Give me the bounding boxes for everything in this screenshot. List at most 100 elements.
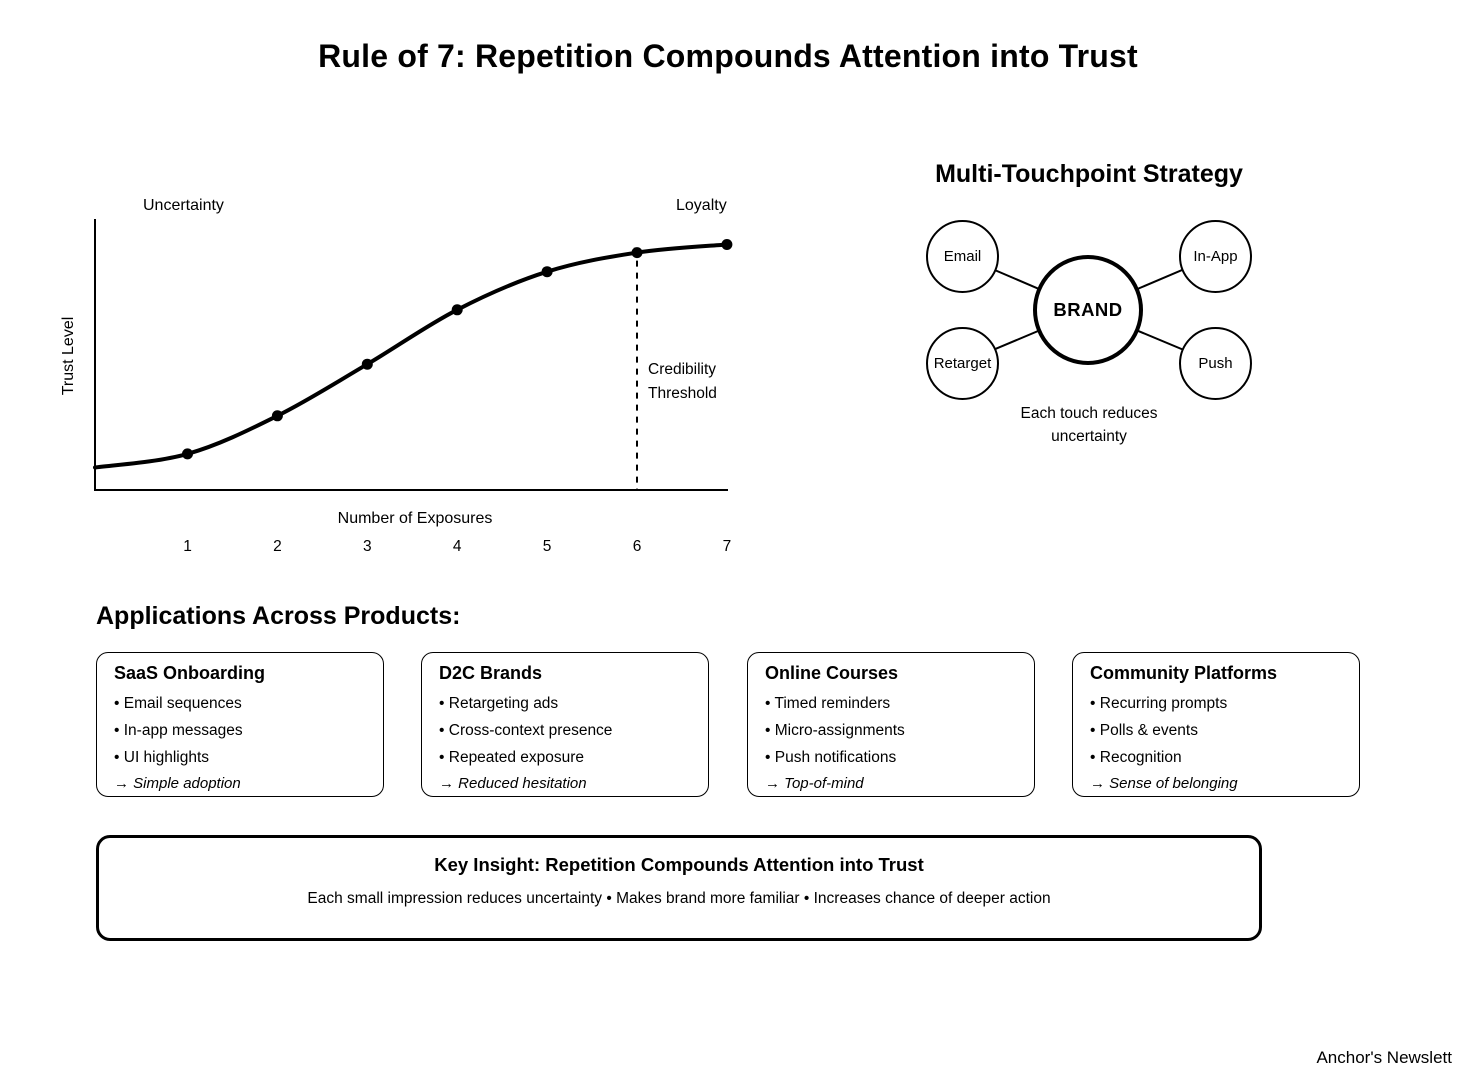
card-bullet-text: Push notifications	[774, 749, 897, 766]
bullet-icon: •	[114, 695, 120, 712]
bullet-icon: •	[439, 749, 445, 766]
card-bullet: • Push notifications	[765, 744, 1017, 771]
y-axis-title: Trust Level	[60, 316, 77, 396]
uncertainty-label: Uncertainty	[143, 197, 224, 214]
card-bullet: • Retargeting ads	[439, 690, 691, 717]
card-bullet: • Timed reminders	[765, 690, 1017, 717]
card-outcome-text: Sense of belonging	[1109, 775, 1238, 792]
trust-curve-group	[93, 239, 733, 490]
data-point	[451, 304, 463, 316]
bullet-icon: •	[439, 695, 445, 712]
touchpoint-node-retarget-label: Retarget	[933, 355, 992, 372]
card-bullet-text: Polls & events	[1099, 722, 1198, 739]
arrow-icon: →	[765, 775, 780, 792]
card-bullet: • Polls & events	[1090, 717, 1342, 744]
card-bullet: • Repeated exposure	[439, 744, 691, 771]
data-point	[721, 239, 733, 250]
touchpoint-node-retarget: Retarget	[926, 327, 999, 400]
key-insight-box: Key Insight: Repetition Compounds Attent…	[96, 835, 1262, 941]
arrow-icon: →	[439, 775, 454, 792]
page-title: Rule of 7: Repetition Compounds Attentio…	[318, 38, 1138, 74]
x-tick-label: 1	[183, 538, 192, 555]
card-outcome: → Simple adoption	[114, 775, 366, 792]
card-bullet: • Email sequences	[114, 690, 366, 717]
x-tick-label: 4	[452, 538, 462, 555]
card-title: Online Courses	[765, 663, 899, 683]
data-point	[271, 410, 283, 422]
card-bullet: • Recognition	[1090, 744, 1342, 771]
data-point	[361, 358, 373, 370]
credibility-threshold-label: Credibility Threshold	[648, 358, 717, 405]
footer-brand-text: Anchor's Newslett	[1316, 1048, 1452, 1067]
card-bullet-text: In-app messages	[123, 722, 243, 739]
arrow-icon: →	[114, 775, 129, 792]
x-tick-label: 3	[362, 538, 372, 555]
applications-heading: Applications Across Products:	[96, 602, 461, 630]
card-bullet-text: Recurring prompts	[1099, 695, 1228, 712]
touchpoint-node-inapp: In-App	[1179, 220, 1252, 293]
card-bullet: • Recurring prompts	[1090, 690, 1342, 717]
touchpoint-caption-line2: uncertainty	[1051, 428, 1127, 445]
card-outcome-text: Reduced hesitation	[458, 775, 587, 792]
touchpoint-node-email-label: Email	[943, 248, 982, 265]
x-tick-label: 7	[722, 538, 732, 555]
card-bullet-text: Email sequences	[123, 695, 242, 712]
touchpoint-caption: Each touch reduces uncertainty	[939, 402, 1239, 448]
card-bullet: • Micro-assignments	[765, 717, 1017, 744]
card-bullet-text: Recognition	[1099, 749, 1182, 766]
card-title: D2C Brands	[439, 663, 543, 683]
touchpoint-node-email: Email	[926, 220, 999, 293]
bullet-icon: •	[1090, 695, 1096, 712]
bullet-icon: •	[765, 695, 771, 712]
x-tick-labels: 1 2 3 4 5 6 7	[0, 538, 1472, 558]
card-outcome-text: Top-of-mind	[784, 775, 864, 792]
card-bullet: • UI highlights	[114, 744, 366, 771]
x-tick-label: 6	[632, 538, 642, 555]
application-card-d2c: D2C Brands • Retargeting ads • Cross-con…	[421, 652, 709, 797]
data-point	[182, 448, 193, 460]
bullet-icon: •	[114, 722, 120, 739]
card-bullet-text: Retargeting ads	[448, 695, 559, 712]
application-card-saas: SaaS Onboarding • Email sequences • In-a…	[96, 652, 384, 797]
x-axis-title: Number of Exposures	[337, 510, 493, 527]
key-insight-title: Key Insight: Repetition Compounds Attent…	[434, 854, 924, 875]
bullet-icon: •	[765, 749, 771, 766]
touchpoint-node-inapp-label: In-App	[1193, 248, 1238, 265]
x-tick-label: 5	[542, 538, 552, 555]
loyalty-label: Loyalty	[676, 197, 727, 214]
brand-hub-label: BRAND	[1053, 299, 1123, 320]
card-bullet-text: Micro-assignments	[774, 722, 905, 739]
card-outcome: → Reduced hesitation	[439, 775, 691, 792]
card-bullet-text: Repeated exposure	[448, 749, 585, 766]
bullet-icon: •	[1090, 749, 1096, 766]
threshold-label-line1: Credibility	[648, 361, 717, 378]
card-bullet: • In-app messages	[114, 717, 366, 744]
x-tick-label: 2	[273, 538, 282, 555]
bullet-icon: •	[765, 722, 771, 739]
application-card-community: Community Platforms • Recurring prompts …	[1072, 652, 1360, 797]
card-title: SaaS Onboarding	[114, 663, 266, 683]
card-bullet-text: UI highlights	[123, 749, 210, 766]
brand-hub-circle: BRAND	[1033, 255, 1143, 365]
key-insight-body: Each small impression reduces uncertaint…	[307, 890, 1051, 907]
data-point	[631, 247, 643, 259]
card-bullet: • Cross-context presence	[439, 717, 691, 744]
touchpoint-caption-line1: Each touch reduces	[1020, 405, 1158, 422]
bullet-icon: •	[439, 722, 445, 739]
application-card-courses: Online Courses • Timed reminders • Micro…	[747, 652, 1035, 797]
bullet-icon: •	[114, 749, 120, 766]
bullet-icon: •	[1090, 722, 1096, 739]
arrow-icon: →	[1090, 775, 1105, 792]
card-bullet-text: Timed reminders	[774, 695, 891, 712]
touchpoint-node-push: Push	[1179, 327, 1252, 400]
touchpoint-title: Multi-Touchpoint Strategy	[935, 160, 1243, 188]
card-bullet-text: Cross-context presence	[448, 722, 613, 739]
trust-curve	[93, 242, 729, 470]
data-point	[541, 266, 553, 278]
card-outcome-text: Simple adoption	[133, 775, 241, 792]
card-outcome: → Top-of-mind	[765, 775, 1017, 792]
card-title: Community Platforms	[1090, 663, 1278, 683]
threshold-label-line2: Threshold	[648, 384, 717, 402]
card-outcome: → Sense of belonging	[1090, 775, 1342, 792]
